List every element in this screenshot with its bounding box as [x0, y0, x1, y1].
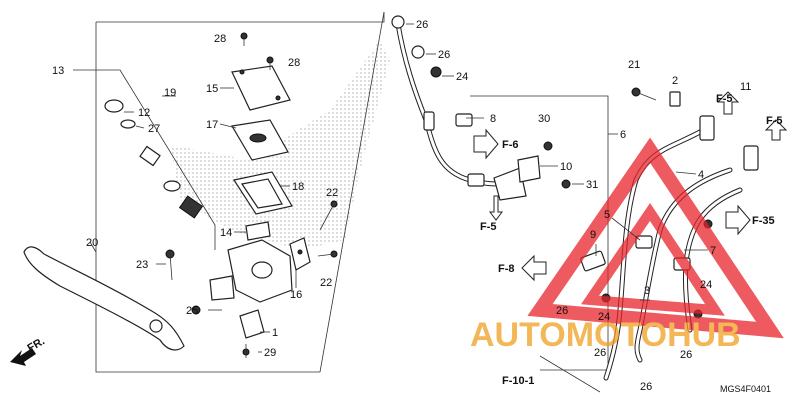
- svg-text:F-6: F-6: [502, 139, 519, 151]
- callout-26d: 26: [594, 347, 606, 359]
- callout-24c: 24: [598, 311, 610, 323]
- callout-22b: 22: [320, 277, 332, 289]
- callout-5: 5: [604, 209, 610, 221]
- piston-set: [104, 99, 204, 219]
- callout-6: 6: [620, 129, 626, 141]
- callout-28b: 28: [288, 57, 300, 69]
- callout-8: 8: [490, 113, 496, 125]
- callout-24a: 24: [456, 71, 468, 83]
- callout-19: 19: [164, 87, 176, 99]
- svg-text:F-35: F-35: [752, 215, 775, 227]
- callout-13: 13: [52, 65, 64, 77]
- callout-15: 15: [206, 83, 218, 95]
- callout-26a: 26: [416, 19, 428, 31]
- callout-29: 29: [264, 347, 276, 359]
- callout-leaders: [89, 23, 708, 353]
- callout-22a: 22: [326, 187, 338, 199]
- upper-brake-hose: [395, 21, 505, 187]
- front-indicator: FR.: [10, 335, 47, 366]
- callout-18: 18: [292, 181, 304, 193]
- callout-16: 16: [290, 289, 302, 301]
- svg-text:F-5: F-5: [716, 93, 733, 105]
- callout-2: 2: [672, 75, 678, 87]
- callout-25: 25: [186, 305, 198, 317]
- ref-f35: F-35: [725, 204, 775, 236]
- callout-7: 7: [710, 245, 716, 257]
- callout-10: 10: [560, 161, 572, 173]
- switch-14: [245, 221, 271, 241]
- callout-27: 27: [148, 123, 160, 135]
- ref-f8: F-8: [498, 254, 547, 282]
- callout-26c: 26: [556, 305, 568, 317]
- callout-1: 1: [272, 327, 278, 339]
- screws: [165, 32, 338, 358]
- callout-11: 11: [740, 81, 751, 93]
- diagram-code: MGS4F0401: [720, 384, 771, 394]
- callout-21: 21: [628, 59, 640, 71]
- ref-f5-right1: F-5: [716, 91, 740, 115]
- callout-14: 14: [220, 227, 232, 239]
- callout-26e: 26: [680, 349, 692, 361]
- callout-4: 4: [698, 169, 704, 181]
- callout-26b: 26: [438, 49, 450, 61]
- front-brake-switch: [239, 309, 265, 339]
- callout-26f: 26: [640, 381, 652, 393]
- callout-31: 31: [586, 179, 598, 191]
- callout-24b: 24: [700, 279, 712, 291]
- watermark: AUTOMOTOHUB: [470, 137, 784, 354]
- svg-text:F-5: F-5: [480, 221, 497, 233]
- callout-23: 23: [136, 259, 148, 271]
- callout-12: 12: [138, 107, 150, 119]
- svg-text:F-10-1: F-10-1: [502, 375, 534, 387]
- callout-9: 9: [590, 229, 596, 241]
- group-outline-13: [73, 11, 385, 373]
- brake-lever: [23, 246, 185, 351]
- diaphragm: [233, 171, 293, 215]
- svg-text:FR.: FR.: [26, 335, 47, 354]
- reservoir-plate: [231, 119, 289, 161]
- callout-labels: 13 28 28 15 19 12 27 17 18 22 14 20 23 2…: [52, 19, 751, 393]
- callout-30: 30: [538, 113, 550, 125]
- callout-20: 20: [86, 237, 98, 249]
- ref-f5-hose: F-5: [480, 195, 503, 233]
- callout-28a: 28: [214, 33, 226, 45]
- svg-text:F-8: F-8: [498, 263, 515, 275]
- ref-f6: F-6: [473, 128, 519, 160]
- reservoir-cap: [231, 65, 291, 111]
- master-cylinder-body: [209, 237, 311, 303]
- group-outline-6: [470, 95, 618, 371]
- svg-text:F-5: F-5: [766, 115, 783, 127]
- ref-f5-right2: F-5: [764, 115, 788, 141]
- watermark-text: AUTOMOTOHUB: [470, 316, 741, 354]
- ref-f10-1: F-10-1: [502, 355, 601, 393]
- callout-3: 3: [644, 285, 650, 297]
- callout-17: 17: [206, 119, 218, 131]
- hose-joint-10: [493, 155, 541, 201]
